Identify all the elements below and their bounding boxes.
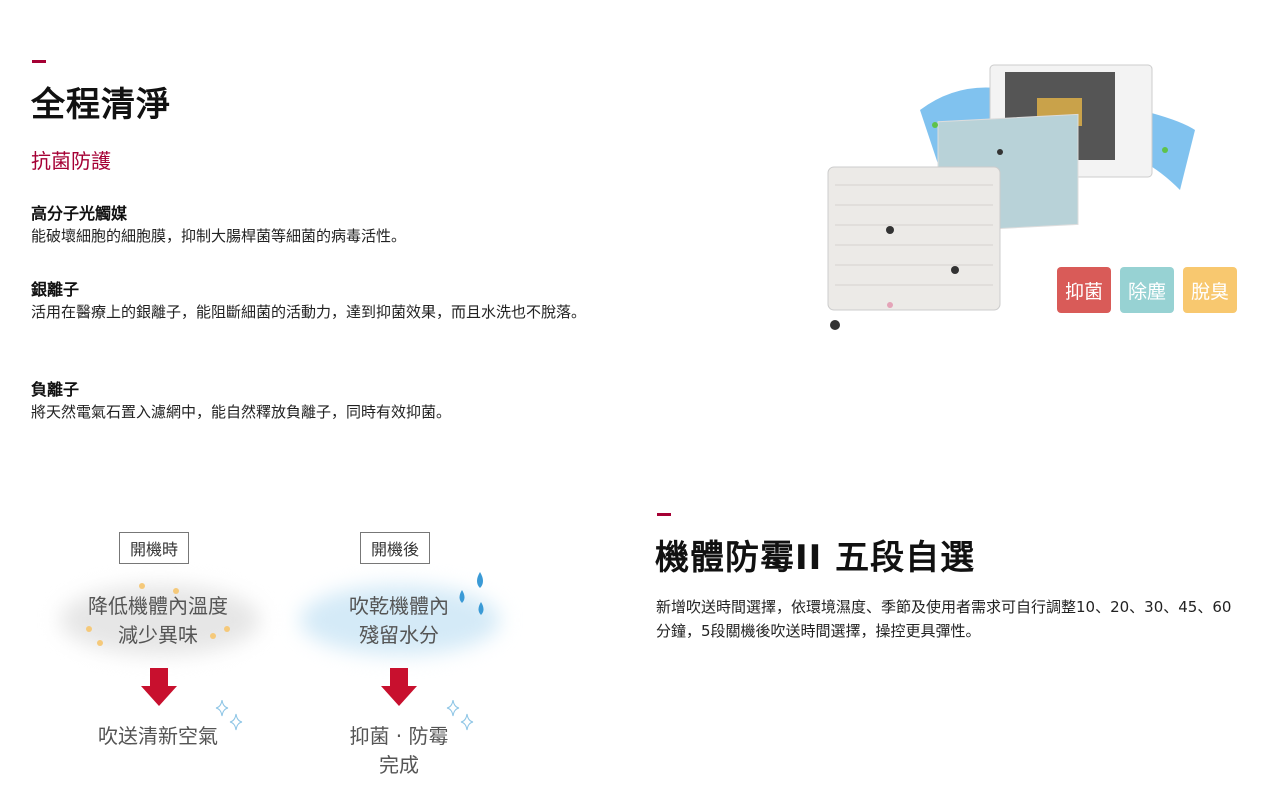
step-text: 降低機體內溫度 減少異味 xyxy=(58,592,258,650)
feature-badges: 抑菌 除塵 脫臭 xyxy=(1057,267,1237,313)
accent-dash xyxy=(657,513,671,516)
feature-heading: 負離子 xyxy=(31,380,80,399)
feature-item: 銀離子 活用在醫療上的銀離子，能阻斷細菌的活動力，達到抑菌效果，而且水洗也不脫落… xyxy=(31,276,631,376)
result-text: 吹送清新空氣 xyxy=(98,724,218,748)
arrow-down-icon xyxy=(381,668,417,706)
air-conditioner-filter-illustration xyxy=(827,64,1195,330)
heat-dot xyxy=(97,640,103,646)
ion-icon xyxy=(1162,147,1168,153)
feature-body: 能破壞細胞的細胞膜，抑制大腸桿菌等細菌的病毒活性。 xyxy=(31,227,407,245)
result-text: 抑菌 · 防霉 完成 xyxy=(299,722,499,780)
result-line: 完成 xyxy=(379,753,419,777)
step-text: 吹乾機體內 殘留水分 xyxy=(299,592,499,650)
badge-deodorize: 脫臭 xyxy=(1183,267,1237,313)
feature-item: 負離子 將天然電氣石置入濾網中，能自然釋放負離子，同時有效抑菌。 xyxy=(31,376,631,424)
feature-body: 將天然電氣石置入濾網中，能自然釋放負離子，同時有效抑菌。 xyxy=(31,403,452,421)
badge-antibacterial: 抑菌 xyxy=(1057,267,1111,313)
step-line: 殘留水分 xyxy=(359,623,439,647)
step-line: 降低機體內溫度 xyxy=(88,594,228,618)
section-title: 機體防霉II 五段自選 xyxy=(655,538,976,578)
feature-list: 高分子光觸媒 能破壞細胞的細胞膜，抑制大腸桿菌等細菌的病毒活性。 銀離子 活用在… xyxy=(31,200,631,424)
warm-glow xyxy=(60,585,260,655)
germ-icon xyxy=(830,320,840,330)
front-panel xyxy=(827,166,1001,311)
water-drops-icon xyxy=(459,572,484,615)
heat-dot xyxy=(139,583,145,589)
step-line: 吹乾機體內 xyxy=(349,594,449,618)
feature-body: 活用在醫療上的銀離子，能阻斷細菌的活動力，達到抑菌效果，而且水洗也不脫落。 xyxy=(31,303,587,321)
tag-power-off: 開機後 xyxy=(360,532,431,564)
germ-icon xyxy=(886,226,894,234)
feature-heading: 高分子光觸媒 xyxy=(31,204,128,223)
sparkle-icon xyxy=(215,700,243,731)
arrow-down-icon xyxy=(141,668,177,706)
result-line: 抑菌 · 防霉 xyxy=(349,724,449,748)
feature-heading: 銀離子 xyxy=(31,280,80,299)
sparkle-icon xyxy=(446,700,474,731)
heat-dot xyxy=(210,633,216,639)
ion-icon xyxy=(932,122,938,128)
panel-lines xyxy=(835,184,993,286)
section-body: 新增吹送時間選擇，依環境濕度、季節及使用者需求可自行調整10、20、30、45、… xyxy=(656,598,1232,640)
feature-item: 高分子光觸媒 能破壞細胞的細胞膜，抑制大腸桿菌等細菌的病毒活性。 xyxy=(31,200,631,276)
heat-dot xyxy=(224,626,230,632)
section-subtitle: 抗菌防護 xyxy=(31,149,111,173)
accent-dash xyxy=(32,60,46,63)
badge-dust-removal: 除塵 xyxy=(1120,267,1174,313)
heat-dot xyxy=(86,626,92,632)
heat-dot xyxy=(173,588,179,594)
page-title: 全程清淨 xyxy=(31,85,171,125)
tag-power-on: 開機時 xyxy=(119,532,190,564)
germ-icon xyxy=(997,149,1003,155)
step-line: 減少異味 xyxy=(118,623,198,647)
cool-glow xyxy=(300,585,500,655)
germ-icon xyxy=(951,266,959,274)
ion-icon xyxy=(887,302,893,308)
